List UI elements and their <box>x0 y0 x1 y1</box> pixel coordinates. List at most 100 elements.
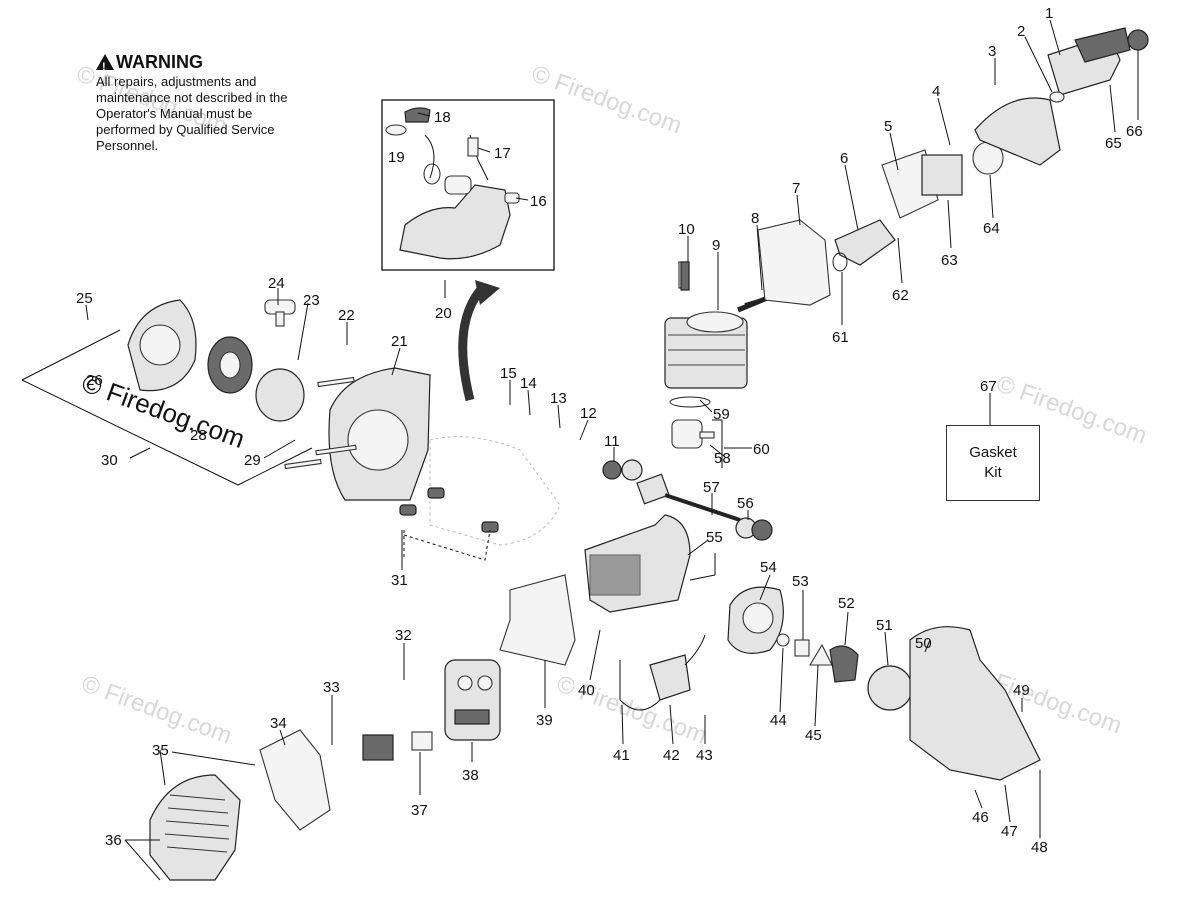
muffler-hole-b <box>477 675 493 691</box>
callout-28: 28 <box>190 427 207 444</box>
callout-56: 56 <box>737 495 754 512</box>
callout-66: 66 <box>1126 123 1143 140</box>
callout-13: 13 <box>550 390 567 407</box>
callout-11: 11 <box>604 433 620 450</box>
starter-bracket <box>21 329 313 486</box>
choke-knob-66 <box>1127 29 1149 51</box>
warning-notice: ! WARNING All repairs, adjustments and m… <box>96 52 306 154</box>
callout-21: 21 <box>391 333 408 350</box>
gear-housing <box>909 626 1041 781</box>
assembly-arrow-head <box>475 280 500 305</box>
oring-61 <box>832 252 848 272</box>
callout-53: 53 <box>792 573 809 590</box>
callout-26: 26 <box>86 372 103 389</box>
clutch-drum-51 <box>867 665 913 711</box>
crankshaft <box>602 459 773 541</box>
callout-42: 42 <box>663 747 680 764</box>
mount-dashes <box>403 529 491 561</box>
mount-31a <box>399 504 417 516</box>
fuel-tank-inset-frame <box>381 99 555 271</box>
callout-7: 7 <box>792 180 800 197</box>
callout-46: 46 <box>972 809 989 826</box>
callout-60: 60 <box>753 441 770 458</box>
screen-plate <box>362 734 394 761</box>
callout-34: 34 <box>270 715 287 732</box>
callout-22: 22 <box>338 307 355 324</box>
callout-12: 12 <box>580 405 597 422</box>
intake-adapter <box>834 219 896 266</box>
mount-31b <box>427 487 445 499</box>
callout-63: 63 <box>941 252 958 269</box>
callout-51: 51 <box>876 617 893 634</box>
cover-36-grille <box>164 794 230 853</box>
warning-triangle-icon <box>96 54 114 70</box>
ignition-lead-41 <box>619 660 661 711</box>
callout-32: 32 <box>395 627 412 644</box>
callout-1: 1 <box>1045 5 1053 22</box>
starter-assembly <box>127 299 305 422</box>
callout-30: 30 <box>101 452 118 469</box>
callout-50: 50 <box>915 635 932 652</box>
callout-6: 6 <box>840 150 848 167</box>
callout-19: 19 <box>388 149 405 166</box>
callout-54: 54 <box>760 559 777 576</box>
callout-64: 64 <box>983 220 1000 237</box>
callout-33: 33 <box>323 679 340 696</box>
callout-8: 8 <box>751 210 759 227</box>
muffler-outlet <box>454 709 490 725</box>
callout-44: 44 <box>770 712 787 729</box>
callout-39: 39 <box>536 712 553 729</box>
spacer-53 <box>794 639 810 657</box>
callout-49: 49 <box>1013 682 1030 699</box>
callout-43: 43 <box>696 747 713 764</box>
warning-title-text: WARNING <box>116 52 203 72</box>
fan-housing <box>284 367 431 501</box>
leader-lines <box>85 19 1139 881</box>
washer-44 <box>776 633 790 647</box>
shield-39 <box>499 574 576 666</box>
clutch-52 <box>829 645 859 683</box>
fuel-tank-inset <box>385 107 520 260</box>
callout-16: 16 <box>530 193 547 210</box>
gasket-kit-line2: Kit <box>984 464 1002 481</box>
callout-61: 61 <box>832 329 849 346</box>
callout-67: 67 <box>980 378 997 395</box>
callout-14: 14 <box>520 375 537 392</box>
warning-heading: ! WARNING <box>96 52 306 73</box>
gasket-37 <box>411 731 433 751</box>
callout-20: 20 <box>435 305 452 322</box>
air-filter-top <box>1074 27 1131 63</box>
exclamation-icon: ! <box>102 61 106 73</box>
gasket-kit-line1: Gasket <box>969 444 1017 461</box>
callout-23: 23 <box>303 292 320 309</box>
spark-plug <box>680 261 690 291</box>
warning-body: All repairs, adjustments and maintenance… <box>96 74 288 153</box>
callout-59: 59 <box>713 406 730 423</box>
callout-38: 38 <box>462 767 479 784</box>
callout-47: 47 <box>1001 823 1018 840</box>
flywheel <box>727 586 784 654</box>
mount-31c <box>481 521 499 533</box>
callout-52: 52 <box>838 595 855 612</box>
muffler <box>444 659 501 741</box>
callout-9: 9 <box>712 237 720 254</box>
muffler-hole-a <box>457 675 473 691</box>
air-filter-housing <box>974 97 1061 166</box>
gasket-kit-box: Gasket Kit <box>946 425 1040 501</box>
callout-37: 37 <box>411 802 428 819</box>
cover-34 <box>259 729 331 831</box>
callout-3: 3 <box>988 43 996 60</box>
callout-17: 17 <box>494 145 511 162</box>
callout-41: 41 <box>613 747 630 764</box>
callout-24: 24 <box>268 275 285 292</box>
callout-5: 5 <box>884 118 892 135</box>
cover-36 <box>149 774 241 881</box>
callout-31: 31 <box>391 572 408 589</box>
crankcase <box>584 514 691 613</box>
callout-48: 48 <box>1031 839 1048 856</box>
callout-35: 35 <box>152 742 169 759</box>
housing-outline <box>429 436 561 546</box>
callout-57: 57 <box>703 479 720 496</box>
